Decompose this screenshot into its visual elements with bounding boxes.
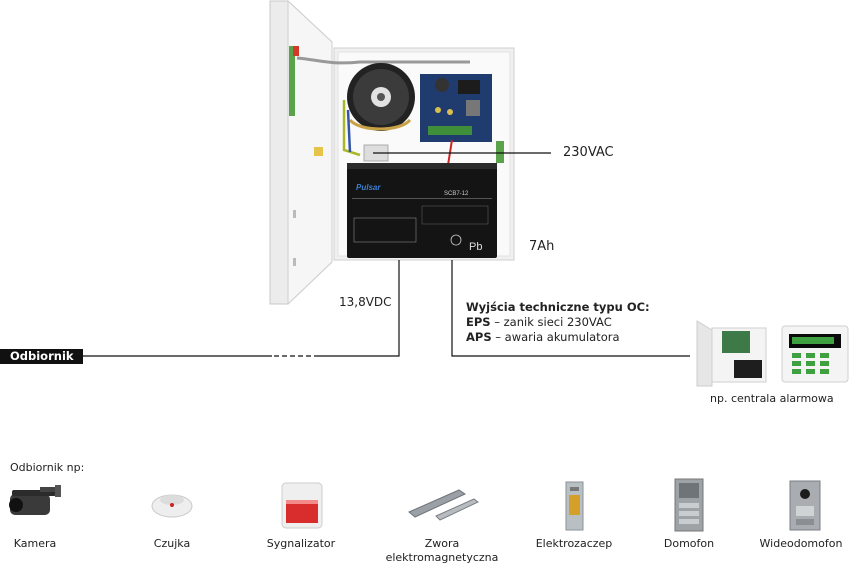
alarm-panel-label: np. centrala alarmowa [710, 392, 834, 405]
dc-line [316, 260, 400, 357]
oc-output-line [451, 260, 690, 357]
connection-lines [83, 152, 690, 357]
camera-icon [9, 485, 61, 515]
device-caption-intercom: Domofon [663, 537, 715, 550]
device-caption-video-intercom: Wideodomofon [759, 537, 843, 550]
aps-line: APS – awaria akumulatora [466, 330, 650, 345]
device-caption-electromagnet-line2: elektromagnetyczna [385, 551, 499, 564]
battery: Pulsar SCB7-12 Pb [347, 163, 497, 258]
siren-icon [281, 482, 323, 529]
battery-pb: Pb [469, 241, 482, 253]
device-caption-electromagnet: Zwora elektromagnetyczna [380, 537, 504, 565]
dc-output-label: 13,8VDC [339, 295, 392, 309]
video-intercom-icon [789, 480, 821, 531]
device-caption-door-strike: Elektrozaczep [535, 537, 613, 550]
fuse-block [289, 46, 295, 116]
oc-outputs-description: Wyjścia techniczne typu OC: EPS – zanik … [466, 300, 650, 345]
alarm-panel [696, 320, 849, 387]
transformer [347, 63, 415, 131]
battery-model: SCB7-12 [444, 191, 469, 197]
device-caption-siren: Sygnalizator [266, 537, 336, 550]
smoke-detector-icon [151, 494, 193, 518]
power-supply-enclosure: Pulsar SCB7-12 Pb [269, 0, 515, 306]
door-strike-icon [565, 481, 584, 531]
eps-key: EPS [466, 315, 491, 329]
battery-brand: Pulsar [356, 183, 381, 192]
intercom-icon [674, 478, 704, 532]
electromagnet-icon [408, 489, 479, 521]
vac-label: 230VAC [563, 145, 614, 160]
receiver-tag: Odbiornik [0, 349, 83, 364]
battery-capacity-label: 7Ah [529, 239, 555, 254]
eps-text: – zanik sieci 230VAC [490, 315, 612, 329]
eps-line: EPS – zanik sieci 230VAC [466, 315, 650, 330]
device-caption-camera: Kamera [13, 537, 57, 550]
receivers-example-title: Odbiornik np: [10, 461, 85, 474]
psu-board [420, 74, 492, 142]
aps-key: APS [466, 330, 492, 344]
device-caption-electromagnet-line1: Zwora [424, 537, 460, 550]
oc-outputs-heading: Wyjścia techniczne typu OC: [466, 300, 650, 314]
device-caption-smoke-detector: Czujka [153, 537, 191, 550]
aps-text: – awaria akumulatora [491, 330, 620, 344]
